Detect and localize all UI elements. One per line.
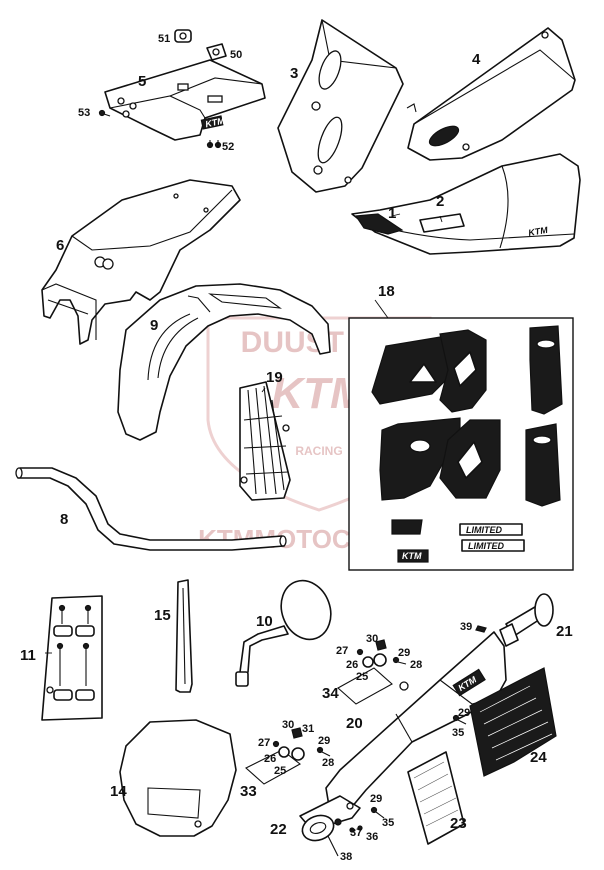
callout-37: 37 xyxy=(350,827,362,839)
callout-38: 38 xyxy=(340,851,352,863)
part-4-side-panel xyxy=(406,27,576,161)
callout-2: 2 xyxy=(436,193,444,210)
part-8-handlebar xyxy=(15,467,287,551)
callout-25-lower: 25 xyxy=(274,765,286,777)
watermark-line-3: RACING xyxy=(295,444,342,458)
part-14-headlight-mask xyxy=(119,719,237,837)
callout-29-upper: 29 xyxy=(398,647,410,659)
callout-4: 4 xyxy=(472,51,481,68)
part-53-screw xyxy=(98,109,111,117)
callout-51: 51 xyxy=(158,33,170,45)
callout-27-lower: 27 xyxy=(258,737,270,749)
callout-35-bottom: 35 xyxy=(382,817,394,829)
part-22-rubber-stop xyxy=(301,814,342,842)
part-39-screw xyxy=(475,625,487,633)
hardware-35-36-37 xyxy=(349,714,467,833)
part-19-radiator-grill xyxy=(239,381,291,501)
part-52-screws xyxy=(206,140,222,149)
part-51-grommet xyxy=(174,29,192,43)
callout-15: 15 xyxy=(154,607,171,624)
callout-22: 22 xyxy=(270,821,287,838)
seat-brand: KTM xyxy=(527,225,548,238)
callout-34: 34 xyxy=(322,685,339,702)
callout-10: 10 xyxy=(256,613,273,630)
callout-30-upper: 30 xyxy=(366,633,378,645)
callout-26-upper: 26 xyxy=(346,659,358,671)
callout-50: 50 xyxy=(230,49,242,61)
callout-28-lower: 28 xyxy=(322,757,334,769)
part-50-grommet xyxy=(206,43,227,61)
callout-14: 14 xyxy=(110,783,127,800)
callout-53: 53 xyxy=(78,107,90,119)
callout-29-mid: 29 xyxy=(458,707,470,719)
callout-23: 23 xyxy=(450,815,467,832)
callout-36: 36 xyxy=(366,831,378,843)
callout-28-upper: 28 xyxy=(410,659,422,671)
callout-25-upper: 25 xyxy=(356,671,368,683)
leader-lines xyxy=(45,213,443,654)
part-1-seat: KTM xyxy=(351,153,581,255)
part-10-mirror xyxy=(235,579,332,687)
part-2-seat-cover-strip xyxy=(419,213,465,233)
callout-5: 5 xyxy=(138,73,146,90)
skid-plate-brand: KTM xyxy=(204,115,226,129)
callout-3: 3 xyxy=(290,65,298,82)
part-18-decal-set: KTM LIMITED LIMITED xyxy=(348,317,574,571)
part-24-muffler-packing xyxy=(469,667,557,777)
hardware-group-33 xyxy=(245,727,331,785)
callout-39: 39 xyxy=(460,621,472,633)
decal-limited-2: LIMITED xyxy=(468,541,504,551)
callout-18: 18 xyxy=(378,283,395,300)
part-5-skid-plate: KTM xyxy=(104,59,266,141)
callout-labels: 51 50 5 53 52 3 4 1 2 6 9 18 19 8 11 15 … xyxy=(20,33,573,863)
callout-6: 6 xyxy=(56,237,64,254)
hardware-group-34 xyxy=(337,639,407,705)
callout-29-lower: 29 xyxy=(318,735,330,747)
callout-35-mid: 35 xyxy=(452,727,464,739)
callout-29-bottom: 29 xyxy=(370,793,382,805)
part-21-silencer-end-cap xyxy=(499,593,554,647)
callout-9: 9 xyxy=(150,317,158,334)
callout-8: 8 xyxy=(60,511,68,528)
callout-30-lower: 30 xyxy=(282,719,294,731)
callout-24: 24 xyxy=(530,749,547,766)
part-23-packing-sheet xyxy=(407,751,465,845)
callout-21: 21 xyxy=(556,623,573,640)
part-9-front-fender xyxy=(117,283,331,441)
part-11-handlebar-clamp-kit xyxy=(41,595,103,721)
callout-27-upper: 27 xyxy=(336,645,348,657)
part-3-radiator-shroud xyxy=(277,19,404,193)
callout-20: 20 xyxy=(346,715,363,732)
part-6-rear-fender xyxy=(41,179,241,345)
part-38-pin xyxy=(327,835,339,857)
decal-limited-1: LIMITED xyxy=(466,525,502,535)
callout-31: 31 xyxy=(302,723,314,735)
callout-1: 1 xyxy=(388,205,396,222)
callout-19: 19 xyxy=(266,369,283,386)
decal-small-brand: KTM xyxy=(402,551,422,561)
callout-11: 11 xyxy=(20,647,36,664)
part-15-strip xyxy=(175,579,193,693)
callout-33: 33 xyxy=(240,783,257,800)
callout-52: 52 xyxy=(222,141,234,153)
callout-26-lower: 26 xyxy=(264,753,276,765)
